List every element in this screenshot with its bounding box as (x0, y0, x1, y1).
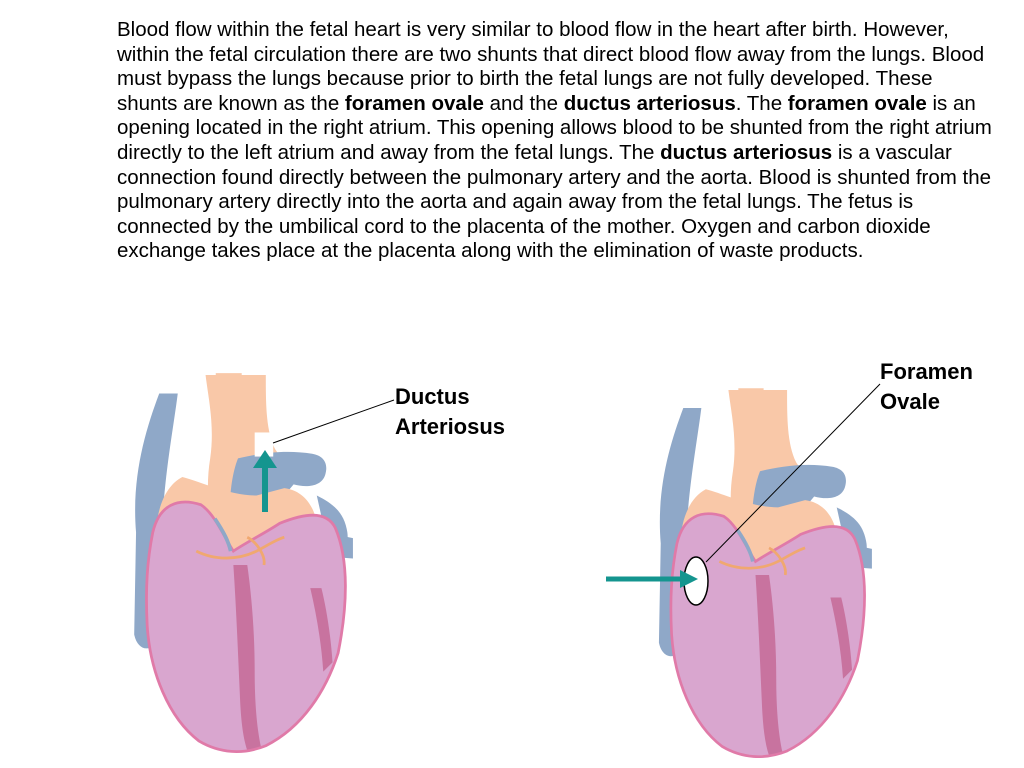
label-ductus-arteriosus: Ductus Arteriosus (395, 382, 505, 442)
foramen-arrow-head (680, 570, 698, 588)
foramen-callout-line (705, 383, 881, 563)
body-paragraph: Blood flow within the fetal heart is ver… (117, 18, 997, 264)
paragraph-text-3: . The (735, 91, 788, 115)
term-foramen-ovale-2: foramen ovale (787, 91, 927, 115)
paragraph-text-2: and the (483, 91, 564, 115)
ductus-callout-line (272, 399, 395, 444)
ductus-arrow-head (253, 450, 277, 468)
term-ductus-arteriosus-2: ductus arteriosus (660, 140, 833, 164)
label-foramen-ovale: Foramen Ovale (880, 357, 973, 417)
paragraph-text-5: is a vascular connection found directly … (117, 140, 992, 263)
paragraph-text-4: is an opening located in the right atriu… (117, 91, 992, 164)
label-foramen-line-1: Foramen (880, 359, 973, 384)
label-ductus-line-2: Arteriosus (395, 414, 506, 439)
label-ductus-line-1: Ductus (395, 384, 470, 409)
heart-illustration-ductus (132, 371, 355, 754)
ductus-window (254, 432, 274, 457)
term-foramen-ovale: foramen ovale (344, 91, 484, 115)
term-ductus-arteriosus: ductus arteriosus (563, 91, 736, 115)
label-foramen-line-2: Ovale (880, 389, 940, 414)
paragraph-text-1: Blood flow within the fetal heart is ver… (117, 18, 985, 115)
